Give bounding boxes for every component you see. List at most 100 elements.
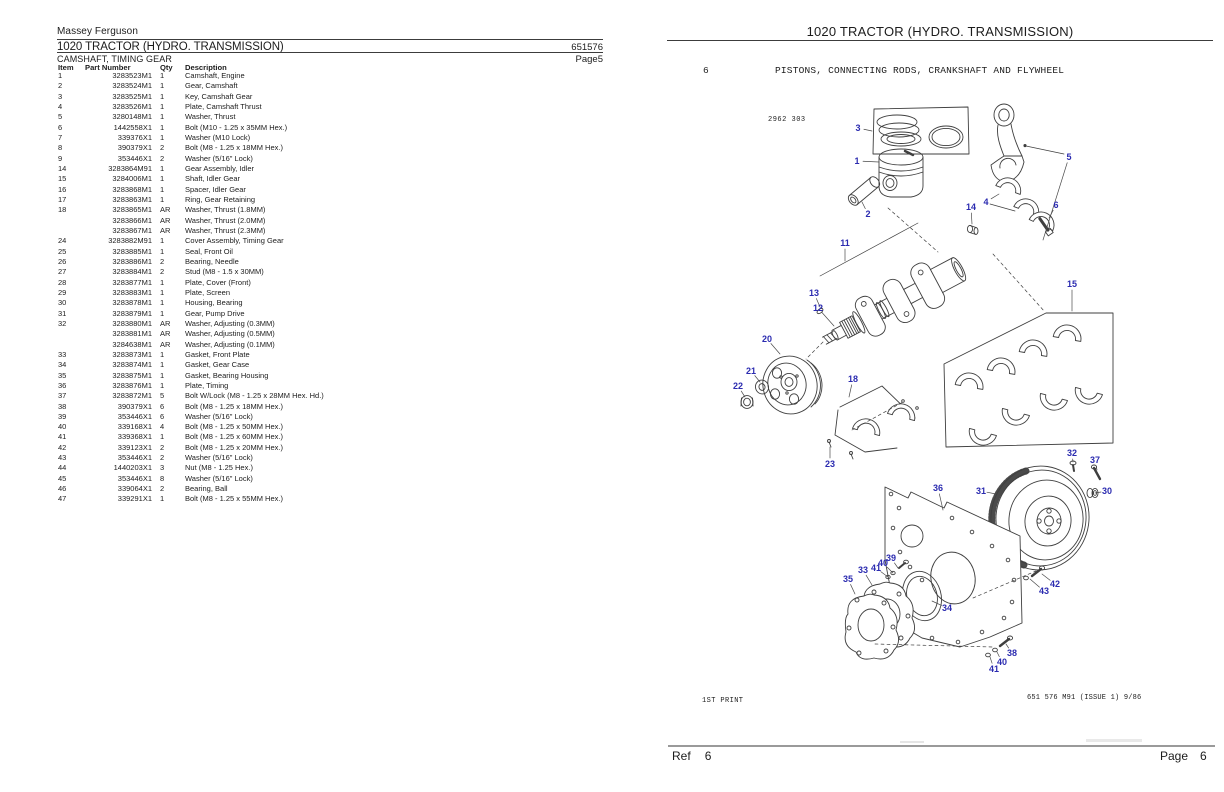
cell-qty: 1 [160,246,165,256]
callout-leader [986,491,997,495]
cell-qty: 1 [160,298,165,308]
cell-part-number: 3284006M1 [112,174,152,184]
cell-qty: 1 [160,494,165,504]
cell-qty: 1 [160,163,165,173]
cell-description: Washer (5/16" Lock) [185,453,253,463]
cell-description: Gasket, Bearing Housing [185,370,269,380]
scan-artifact [900,741,924,743]
bolt-42-group [1023,565,1046,581]
cell-part-number: 3280148M1 [112,112,152,122]
cell-description: Washer, Adjusting (0.3MM) [185,318,275,328]
cell-qty: 8 [160,473,165,483]
callout-number: 14 [966,202,976,212]
cell-description: Plate, Cover (Front) [185,277,251,287]
bearing-cap-group [834,385,916,453]
callout-leader [1095,465,1098,471]
cell-qty: 1 [160,132,165,142]
cell-qty: 1 [160,101,165,111]
cell-description: Bolt (M8 - 1.25 x 60MM Hex.) [185,432,283,442]
assembly-dashed-lines [805,207,1046,648]
cell-item: 9 [58,153,63,163]
cell-description: Bolt (M8 - 1.25 x 50MM Hex.) [185,422,283,432]
cell-qty: 2 [160,484,165,494]
cell-part-number: 3283885M1 [112,246,152,256]
cell-description: Bearing, Needle [185,256,239,266]
cell-part-number: 339123X1 [117,442,152,452]
piston [878,148,924,198]
cell-part-number: 3283884M1 [112,267,152,277]
bearing-shell [852,418,881,437]
cell-part-number: 353446X1 [117,411,152,421]
cell-qty: AR [160,318,171,328]
callout-number: 43 [1039,586,1049,596]
leader-extras [819,144,1065,277]
washer [755,379,769,395]
callout-leader [971,212,973,225]
cell-part-number: 3283866M1 [112,215,152,225]
callout-leader [1029,578,1040,588]
col-qty: Qty [160,63,173,72]
bearing-shell [968,427,997,446]
cell-qty: 1 [160,349,165,359]
cell-part-number: 3283526M1 [112,101,152,111]
callout-number: 41 [871,563,881,573]
flywheel [988,465,1090,571]
cell-description: Gasket, Front Plate [185,349,250,359]
cell-description: Gear, Camshaft [185,81,238,91]
cell-qty: 1 [160,184,165,194]
cell-description: Washer, Thrust (1.8MM) [185,205,266,215]
cell-description: Washer (M10 Lock) [185,132,251,142]
cell-qty: 1 [160,370,165,380]
cell-qty: 1 [160,122,165,132]
cell-description: Gear Assembly, Idler [185,163,255,173]
callout-leader [1042,162,1068,241]
callout-number: 5 [1066,152,1071,162]
footer-rule [668,745,1215,747]
cell-qty: 1 [160,432,165,442]
cell-part-number: 3283876M1 [112,380,152,390]
callout-number: 15 [1067,279,1077,289]
footer-ref-value: 6 [704,749,712,763]
cell-part-number: 3283865M1 [112,205,152,215]
cell-part-number: 3283872M1 [112,391,152,401]
cell-description: Gasket, Gear Case [185,360,250,370]
cell-part-number: 339291X1 [117,494,152,504]
callout-number: 13 [809,288,819,298]
callout-leader [894,562,899,569]
cell-item: 18 [58,205,67,215]
callout-number: 4 [983,197,988,207]
cell-item: 27 [58,267,67,277]
cell-part-number: 353446X1 [117,473,152,483]
cell-part-number: 3283863M1 [112,194,152,204]
cell-part-number: 339168X1 [117,422,152,432]
cell-qty: 4 [160,422,165,432]
cell-item: 41 [58,432,67,442]
callout-leader [770,343,781,355]
cell-item: 33 [58,349,67,359]
table-header: Item Part Number Qty Description [57,63,603,72]
cell-part-number: 1440203X1 [113,463,152,473]
callout-number: 20 [762,334,772,344]
cell-description: Bearing, Ball [185,484,228,494]
callout-number: 41 [989,664,999,674]
cell-qty: 1 [160,380,165,390]
cell-item: 28 [58,277,67,287]
cell-qty: 1 [160,277,165,287]
cell-description: Washer, Thrust (2.3MM) [185,225,266,235]
figure-code: 2962 303 [768,116,806,124]
cell-item: 39 [58,411,67,421]
key [816,307,824,315]
figure-page-title: 1020 TRACTOR (HYDRO. TRANSMISSION) [806,24,1074,39]
cell-qty: 6 [160,401,165,411]
bearing-shell [986,357,1016,375]
section-title: CAMSHAFT, TIMING GEAR [57,54,172,64]
